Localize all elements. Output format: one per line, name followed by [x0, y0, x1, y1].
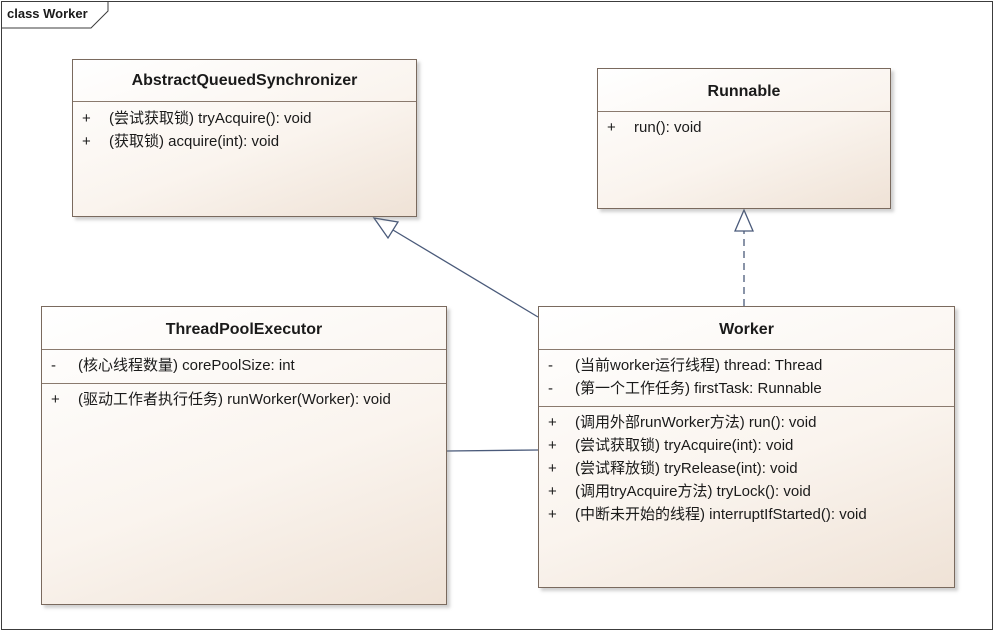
operations-compartment: + (尝试获取锁) tryAcquire(): void + (获取锁) acq… — [73, 102, 416, 157]
attribute-row[interactable]: - (核心线程数量) corePoolSize: int — [42, 354, 446, 377]
frame-tab-shape — [1, 1, 109, 29]
class-worker[interactable]: Worker - (当前worker运行线程) thread: Thread -… — [538, 306, 955, 588]
operation-row[interactable]: + (调用外部runWorker方法) run(): void — [539, 411, 954, 434]
visibility-marker: + — [548, 437, 557, 454]
class-thread-pool-executor[interactable]: ThreadPoolExecutor - (核心线程数量) corePoolSi… — [41, 306, 447, 605]
operation-row[interactable]: + run(): void — [598, 116, 890, 139]
operation-signature: run(): void — [634, 119, 702, 136]
visibility-marker: + — [82, 133, 91, 150]
operation-row[interactable]: + (中断未开始的线程) interruptIfStarted(): void — [539, 503, 954, 526]
visibility-marker: + — [548, 414, 557, 431]
operations-compartment: + (调用外部runWorker方法) run(): void + (尝试获取锁… — [539, 407, 954, 530]
operation-row[interactable]: + (尝试释放锁) tryRelease(int): void — [539, 457, 954, 480]
operation-signature: (调用tryAcquire方法) tryLock(): void — [575, 483, 811, 500]
visibility-marker: + — [51, 391, 60, 408]
operation-signature: (中断未开始的线程) interruptIfStarted(): void — [575, 506, 867, 523]
visibility-marker: - — [548, 380, 553, 397]
operations-compartment: + run(): void — [598, 112, 890, 143]
attribute-row[interactable]: - (第一个工作任务) firstTask: Runnable — [539, 377, 954, 400]
operation-signature: (尝试释放锁) tryRelease(int): void — [575, 460, 798, 477]
class-name: AbstractQueuedSynchronizer — [73, 60, 416, 102]
attribute-signature: (核心线程数量) corePoolSize: int — [78, 357, 295, 374]
operation-row[interactable]: + (获取锁) acquire(int): void — [73, 130, 416, 153]
operation-row[interactable]: + (调用tryAcquire方法) tryLock(): void — [539, 480, 954, 503]
visibility-marker: - — [51, 357, 56, 374]
class-name: Worker — [539, 307, 954, 350]
visibility-marker: + — [548, 483, 557, 500]
operation-signature: (尝试获取锁) tryAcquire(int): void — [575, 437, 794, 454]
operation-row[interactable]: + (尝试获取锁) tryAcquire(int): void — [539, 434, 954, 457]
attributes-compartment: - (当前worker运行线程) thread: Thread - (第一个工作… — [539, 350, 954, 407]
class-name: ThreadPoolExecutor — [42, 307, 446, 350]
visibility-marker: + — [548, 506, 557, 523]
visibility-marker: + — [548, 460, 557, 477]
association-tpe-worker[interactable] — [446, 449, 539, 452]
attributes-compartment: - (核心线程数量) corePoolSize: int — [42, 350, 446, 384]
visibility-marker: + — [607, 119, 616, 136]
attribute-signature: (第一个工作任务) firstTask: Runnable — [575, 380, 822, 397]
operation-row[interactable]: + (驱动工作者执行任务) runWorker(Worker): void — [42, 388, 446, 411]
visibility-marker: - — [548, 357, 553, 374]
operation-signature: (驱动工作者执行任务) runWorker(Worker): void — [78, 391, 391, 408]
class-runnable[interactable]: Runnable + run(): void — [597, 68, 891, 209]
attribute-signature: (当前worker运行线程) thread: Thread — [575, 357, 823, 374]
class-abstract-queued-synchronizer[interactable]: AbstractQueuedSynchronizer + (尝试获取锁) try… — [72, 59, 417, 217]
realization-worker-runnable[interactable] — [734, 208, 754, 306]
attribute-row[interactable]: - (当前worker运行线程) thread: Thread — [539, 354, 954, 377]
operation-row[interactable]: + (尝试获取锁) tryAcquire(): void — [73, 107, 416, 130]
frame-label: class Worker — [7, 6, 88, 21]
operation-signature: (调用外部runWorker方法) run(): void — [575, 414, 817, 431]
operation-signature: (尝试获取锁) tryAcquire(): void — [109, 110, 312, 127]
class-name: Runnable — [598, 69, 890, 112]
operations-compartment: + (驱动工作者执行任务) runWorker(Worker): void — [42, 384, 446, 415]
operation-signature: (获取锁) acquire(int): void — [109, 133, 280, 150]
visibility-marker: + — [82, 110, 91, 127]
generalization-worker-aqs[interactable] — [372, 217, 539, 318]
